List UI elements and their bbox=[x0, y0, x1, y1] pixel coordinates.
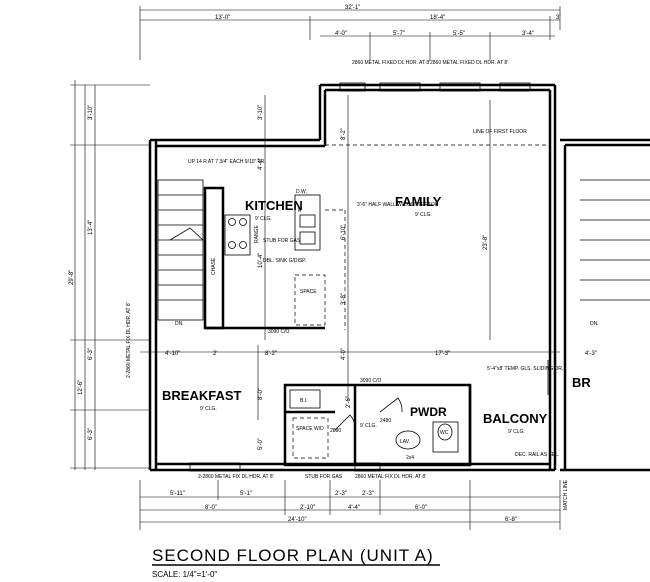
door-2480: 2480 bbox=[380, 418, 391, 424]
lav-label: LAV. bbox=[400, 439, 410, 445]
bottom-dimensions: 5'-11" 5'-1" 2'-3" 2'-3" 8'-0" 2'-10" 4'… bbox=[139, 480, 561, 530]
half-wall-note: 3'-6" HALF WALL W/COUNTERTOP bbox=[357, 202, 439, 208]
dim-b4: 2'-3" bbox=[362, 491, 374, 497]
stairs: UP 14 R AT 7 3/4" EACH 9/10" TR. DN. bbox=[157, 159, 266, 327]
stub-gas-note-2: STUB FOR GAS bbox=[305, 474, 343, 480]
dim-b7: 4'-4" bbox=[348, 505, 360, 511]
left-window-note: 2-2860 METAL FIX DL HDR. AT 8' bbox=[126, 302, 132, 378]
dim-r1: 4'-0" bbox=[335, 31, 347, 37]
dim-in-v9: 2'-6" bbox=[346, 396, 352, 408]
dim-left-v2: 13'-4" bbox=[88, 220, 94, 235]
dim-b6: 2'-10" bbox=[300, 505, 315, 511]
dim-top-small: 3' bbox=[556, 15, 560, 21]
door-3090b: 3090 C/O bbox=[360, 378, 382, 384]
dim-in-v8: 8'-0" bbox=[258, 388, 264, 400]
dim-r4: 3'-4" bbox=[522, 31, 534, 37]
family-area: LINE OF FIRST FLOOR 3'-6" HALF WALL W/CO… bbox=[325, 129, 550, 330]
wall-2x4: 2x4 bbox=[406, 455, 414, 461]
re-label: R bbox=[298, 208, 302, 214]
slider-note: 5'-4"x8' TEMP. GLS. SLIDING DR. bbox=[487, 366, 563, 372]
first-floor-line-note: LINE OF FIRST FLOOR bbox=[473, 129, 527, 135]
dim-left-total: 29'-8" bbox=[69, 270, 75, 285]
family-clg: 9' CLG. bbox=[415, 212, 432, 218]
deck-rail-note: DEC. RAIL AS SEL. bbox=[515, 452, 559, 458]
breakfast-clg: 9' CLG. bbox=[200, 406, 217, 412]
dim-left-v4: 12'-6" bbox=[78, 380, 84, 395]
room-labels: KITCHEN 9' CLG. FAMILY 9' CLG. BREAKFAST… bbox=[162, 194, 591, 435]
pwdr-label: PWDR bbox=[410, 405, 447, 419]
dim-r2: 5'-7" bbox=[393, 31, 405, 37]
dim-r3: 5'-5" bbox=[453, 31, 465, 37]
dim-in-v4: 8'-2" bbox=[341, 128, 347, 140]
top-windows bbox=[339, 82, 531, 92]
dim-in-v10: 5'-0" bbox=[258, 438, 264, 450]
bi-label: B.I. bbox=[300, 398, 308, 404]
wc-label: WC bbox=[440, 430, 449, 436]
dim-b3: 2'-3" bbox=[335, 491, 347, 497]
balcony-area: 5'-4"x8' TEMP. GLS. SLIDING DR. DEC. RAI… bbox=[468, 360, 563, 465]
down-label: DN. bbox=[175, 321, 184, 327]
range-label: RANGE bbox=[254, 225, 260, 243]
bottom-windows: 2-2860 METAL FIX DL HDR. AT 8' 2860 META… bbox=[189, 462, 426, 480]
kitchen-label: KITCHEN bbox=[245, 198, 303, 213]
down-label-2: DN. bbox=[590, 321, 599, 327]
dim-mid4: 17'-3" bbox=[435, 351, 450, 357]
dim-left-v3: 6'-3" bbox=[88, 348, 94, 360]
adjacent-unit: DN. MATCH LINE bbox=[560, 138, 650, 510]
dim-b10: 6'-8" bbox=[505, 517, 517, 523]
dim-b5: 8'-0" bbox=[205, 505, 217, 511]
balcony-clg: 9' CLG. bbox=[508, 429, 525, 435]
left-dimensions: 3'-10" 13'-4" 29'-8" 6'-3" 12'-6" 6'-3" … bbox=[69, 80, 150, 470]
plan-title: SECOND FLOOR PLAN (UNIT A) bbox=[152, 546, 434, 565]
title-block: SECOND FLOOR PLAN (UNIT A) SCALE: 1/4"=1… bbox=[152, 546, 440, 579]
chase-label: CHASE bbox=[211, 257, 217, 275]
kitchen-clg: 9' CLG. bbox=[255, 216, 272, 222]
dim-b2: 5'-1" bbox=[240, 491, 252, 497]
stub-gas-note: STUB FOR GAS bbox=[263, 238, 301, 244]
dim-family-v: 23'-8" bbox=[483, 235, 489, 250]
dim-in-v1: 3'-10" bbox=[258, 105, 264, 120]
pwdr-clg: 9' CLG. bbox=[360, 423, 377, 429]
dim-mid5: 4'-3" bbox=[585, 351, 597, 357]
bottom-window-note-1: 2-2860 METAL FIX DL HDR. AT 8' bbox=[198, 474, 274, 480]
powder-room: B.I. SPACE W/D 2880 2480 LAV. WC 2x4 309… bbox=[283, 378, 472, 467]
dbl-sink-note: DBL. SINK G/DISP. bbox=[263, 258, 306, 264]
top-window-notes: 2860 METAL FIXED DL HDR. AT 8' 2860 META… bbox=[352, 60, 508, 66]
dim-top-right: 18'-4" bbox=[430, 15, 445, 21]
dim-mid1: 4'-10" bbox=[165, 351, 180, 357]
dim-top-left: 13'-0" bbox=[215, 15, 230, 21]
breakfast-label: BREAKFAST bbox=[162, 388, 242, 403]
dishwasher-label: D.W. bbox=[296, 189, 307, 195]
plan-scale: SCALE: 1/4"=1'-0" bbox=[152, 570, 217, 579]
dim-in-v3: 10'-4" bbox=[258, 253, 264, 268]
br-partial-label: BR bbox=[572, 375, 591, 390]
stair-note: UP 14 R AT 7 3/4" EACH 9/10" TR. bbox=[188, 159, 266, 165]
dim-mid3: 8'-2" bbox=[265, 351, 277, 357]
dim-in-v7: 4'-0" bbox=[341, 348, 347, 360]
dim-in-v5: 6'-10" bbox=[341, 225, 347, 240]
window-note-2: 2860 METAL FIXED DL HDR. AT 8' bbox=[430, 60, 508, 66]
bottom-window-note-2: 2860 METAL FIX DL HDR. AT 8' bbox=[355, 474, 426, 480]
dim-b9: 24'-10" bbox=[288, 517, 307, 523]
middle-dimensions: 4'-10" 2' 8'-2" 17'-3" 4'-3" bbox=[140, 351, 597, 357]
interior-dimensions: 3'-10" 4'-4" 10'-4" 8'-2" 6'-10" 3'-8" 4… bbox=[257, 95, 491, 450]
balcony-label: BALCONY bbox=[483, 411, 548, 426]
dim-in-v2: 4'-4" bbox=[258, 158, 264, 170]
dim-mid2: 2' bbox=[213, 351, 217, 357]
match-line-note: MATCH LINE bbox=[563, 479, 569, 510]
door-2880: 2880 bbox=[330, 428, 341, 434]
dim-top-total: 32'-1" bbox=[345, 5, 360, 11]
dim-in-v6: 3'-8" bbox=[341, 293, 347, 305]
window-note-1: 2860 METAL FIXED DL HDR. AT 8' bbox=[352, 60, 430, 66]
dim-b1: 5'-11" bbox=[170, 491, 185, 497]
space-wd-label: SPACE W/D bbox=[296, 426, 324, 432]
door-3090: 3090 C/O bbox=[268, 329, 290, 335]
family-label: FAMILY bbox=[395, 194, 442, 209]
dim-left-v1: 3'-10" bbox=[88, 105, 94, 120]
dim-left-v5: 6'-3" bbox=[88, 428, 94, 440]
dim-b8: 6'-0" bbox=[415, 505, 427, 511]
space-label: SPACE bbox=[300, 289, 317, 295]
top-dimensions: 32'-1" 13'-0" 18'-4" 3' 4'-0" 5'-7" 5'-5… bbox=[139, 5, 560, 60]
